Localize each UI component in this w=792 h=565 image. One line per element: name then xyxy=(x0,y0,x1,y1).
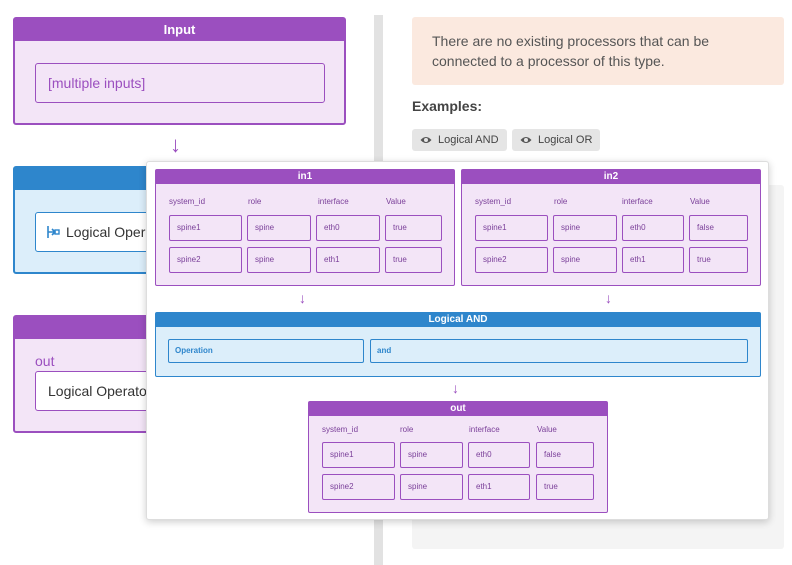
table-cell: spine xyxy=(400,442,463,468)
operation-value: and xyxy=(370,339,748,363)
table-cell: spine1 xyxy=(475,215,548,241)
table-cell: eth0 xyxy=(468,442,530,468)
out-preview-title: out xyxy=(309,402,607,416)
table-cell: spine xyxy=(553,215,617,241)
table-cell: true xyxy=(385,247,442,273)
table-cell: true xyxy=(536,474,594,500)
processor-icon xyxy=(47,226,60,238)
column-header: interface xyxy=(622,197,653,206)
column-header: role xyxy=(554,197,568,206)
in2-card: in2 system_id role interface Value spine… xyxy=(461,169,761,286)
in1-title: in1 xyxy=(156,170,454,184)
operation-label: Operation xyxy=(168,339,364,363)
down-arrow-icon: ↓ xyxy=(605,290,612,306)
operator-preview-title: Logical AND xyxy=(156,313,760,327)
operator-preview-card: Logical AND Operation and xyxy=(155,312,761,377)
in2-title: in2 xyxy=(462,170,760,184)
notice-message: There are no existing processors that ca… xyxy=(412,17,784,85)
column-header: interface xyxy=(318,197,349,206)
table-cell: false xyxy=(689,215,748,241)
input-card: Input [multiple inputs] xyxy=(13,17,346,125)
operator-selector-label: Logical Operat xyxy=(66,224,158,240)
table-cell: false xyxy=(536,442,594,468)
input-selector[interactable]: [multiple inputs] xyxy=(35,63,325,103)
example-logical-and-label: Logical AND xyxy=(438,134,499,146)
table-cell: spine xyxy=(553,247,617,273)
down-arrow-icon: ↓ xyxy=(170,132,181,157)
input-card-title: Input xyxy=(15,19,344,41)
table-cell: spine2 xyxy=(475,247,548,273)
table-cell: spine xyxy=(247,247,311,273)
examples-title: Examples: xyxy=(412,98,483,114)
example-logical-and-button[interactable]: Logical AND xyxy=(412,129,507,151)
example-logical-or-button[interactable]: Logical OR xyxy=(512,129,601,151)
column-header: Value xyxy=(386,197,406,206)
table-cell: eth0 xyxy=(622,215,684,241)
column-header: Value xyxy=(537,425,557,434)
table-cell: eth1 xyxy=(316,247,380,273)
column-header: system_id xyxy=(475,197,512,206)
table-cell: spine1 xyxy=(322,442,395,468)
down-arrow-icon: ↓ xyxy=(452,380,459,396)
example-logical-or-label: Logical OR xyxy=(538,134,593,146)
column-header: role xyxy=(248,197,262,206)
column-header: Value xyxy=(690,197,710,206)
down-arrow-icon: ↓ xyxy=(299,290,306,306)
table-cell: spine2 xyxy=(322,474,395,500)
table-cell: true xyxy=(385,215,442,241)
output-label: out xyxy=(35,353,55,369)
eye-icon xyxy=(420,137,432,143)
column-header: interface xyxy=(469,425,500,434)
table-cell: true xyxy=(689,247,748,273)
table-cell: eth1 xyxy=(468,474,530,500)
column-header: system_id xyxy=(169,197,206,206)
out-preview-card: out system_id role interface Value spine… xyxy=(308,401,608,513)
column-header: system_id xyxy=(322,425,359,434)
table-cell: spine1 xyxy=(169,215,242,241)
table-cell: spine xyxy=(247,215,311,241)
column-header: role xyxy=(400,425,414,434)
in1-card: in1 system_id role interface Value spine… xyxy=(155,169,455,286)
table-cell: spine2 xyxy=(169,247,242,273)
table-cell: spine xyxy=(400,474,463,500)
table-cell: eth0 xyxy=(316,215,380,241)
table-cell: eth1 xyxy=(622,247,684,273)
example-preview-popover: in1 system_id role interface Value spine… xyxy=(146,161,769,520)
eye-icon xyxy=(520,137,532,143)
